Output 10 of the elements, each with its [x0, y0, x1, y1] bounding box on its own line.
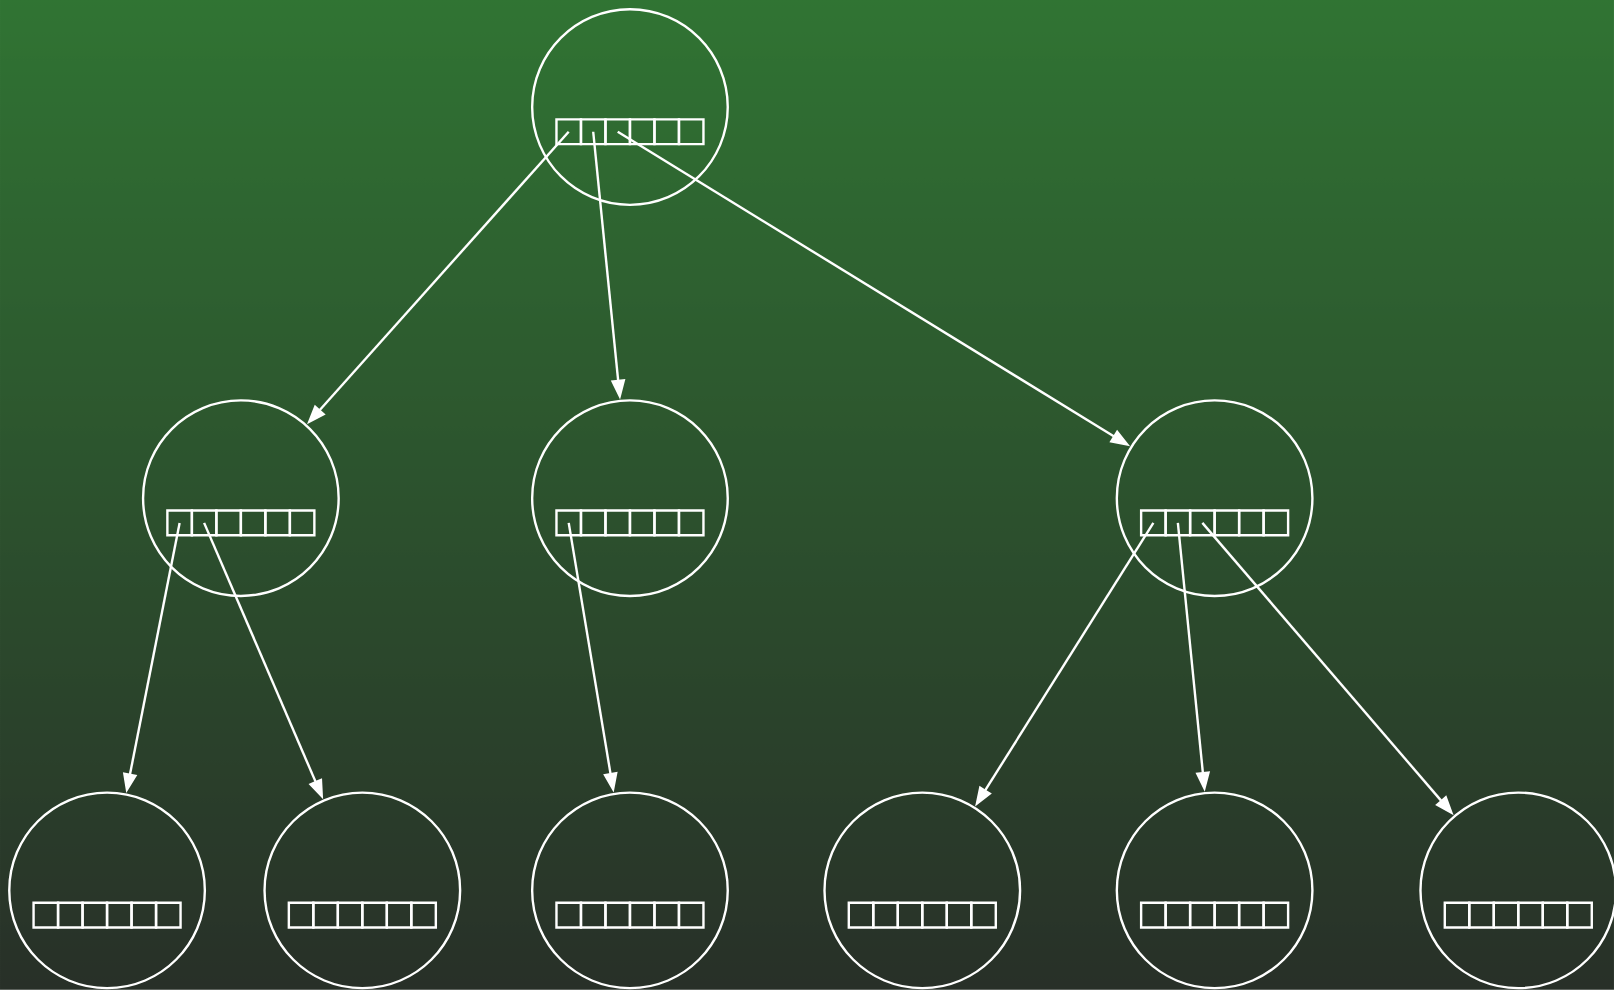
tree-node [530, 791, 729, 990]
tree-node [530, 8, 729, 207]
tree-node [530, 399, 729, 598]
tree-node [263, 791, 462, 990]
tree-node [141, 399, 340, 598]
tree-node [8, 791, 207, 990]
tree-node [1115, 399, 1314, 598]
tree-node [823, 791, 1022, 990]
tree-node [1115, 791, 1314, 990]
tree-node [1419, 791, 1614, 990]
